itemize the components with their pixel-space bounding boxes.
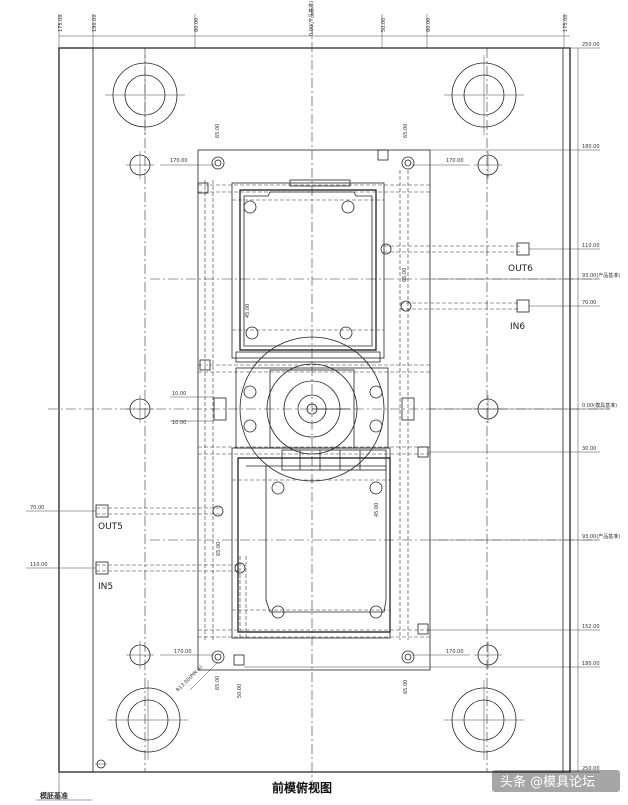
- inner-dim-4: 10.00: [172, 420, 186, 426]
- port-out5: OUT5: [98, 522, 123, 532]
- pitch-leader: [189, 661, 219, 691]
- left-dim-2: 110.00: [30, 562, 48, 568]
- inner-dimension-labels: 170.00 170.00 10.00 10.00 170.00 170.00 …: [170, 124, 464, 698]
- top-dim-4: 0.00(产品基准): [308, 1, 315, 36]
- sprue-center: [235, 336, 389, 482]
- port-in5: IN5: [98, 582, 113, 592]
- inner-dim-10: 65.00: [402, 268, 408, 282]
- inner-dim-5: 170.00: [174, 649, 192, 655]
- inner-dim-2: 170.00: [446, 158, 464, 164]
- left-dim-1: 70.00: [30, 505, 44, 511]
- centerlines: [48, 6, 610, 790]
- right-dim-3: 110.00: [582, 243, 600, 249]
- top-dim-7: 175.00: [563, 15, 569, 33]
- top-dim-3: 80.00: [194, 18, 200, 32]
- watermark: 头条 @模具论坛: [500, 774, 595, 790]
- right-dim-10: 180.00: [582, 661, 600, 667]
- inner-dim-9: 45.00: [245, 304, 251, 318]
- inner-dim-8: 65.00: [403, 124, 409, 138]
- insert-pocket: [197, 149, 431, 671]
- right-dimension-labels: 250.00 180.00 110.00 93.00(产品基准) 70.00 0…: [582, 42, 620, 772]
- right-dim-8: 93.00(产品基准): [582, 533, 620, 540]
- inner-dim-13: 65.00: [215, 676, 221, 690]
- port-in6: IN6: [510, 322, 525, 332]
- datum-label: 模胚基准: [40, 791, 68, 800]
- top-dim-6: 80.00: [426, 18, 432, 32]
- inner-dim-14: 50.00: [237, 684, 243, 698]
- top-dim-1: 175.00: [58, 15, 64, 33]
- screw-holes: [126, 151, 502, 669]
- right-dim-5: 70.00: [582, 300, 596, 306]
- inner-dim-7: 65.00: [215, 124, 221, 138]
- top-dim-5: 50.00: [381, 18, 387, 32]
- clamp-plate: [92, 47, 564, 773]
- right-dim-4: 93.00(产品基准): [582, 272, 620, 279]
- insert-corner-pins: [211, 156, 415, 664]
- drawing-title: 前模俯视图: [272, 780, 332, 795]
- inner-dim-15: 65.00: [403, 680, 409, 694]
- inner-dim-12: 65.00: [216, 542, 222, 556]
- guide-bushing-top-right: [444, 55, 524, 135]
- watermark-bg: [492, 770, 620, 792]
- top-extension-lines: [58, 14, 570, 800]
- inner-dim-11: 45.00: [374, 503, 380, 517]
- guide-bushing-bottom-left: [108, 680, 188, 760]
- water-fittings: [95, 149, 530, 666]
- port-out6: OUT6: [508, 264, 533, 274]
- inner-dim-6: 170.00: [446, 649, 464, 655]
- upper-cavity: [231, 179, 385, 363]
- right-dim-9: 152.00: [582, 624, 600, 630]
- right-dim-1: 250.00: [582, 42, 600, 48]
- cooling-channels: [96, 170, 520, 640]
- right-dim-11: 250.00: [582, 766, 600, 772]
- left-dimension-lines: [26, 510, 96, 569]
- right-dim-2: 180.00: [582, 144, 600, 150]
- pitch-label: R13.00(PIN A): [175, 664, 204, 693]
- right-dim-6: 0.00(模具基准): [582, 402, 617, 409]
- inner-dimension-lines: [160, 164, 470, 656]
- inner-dim-3: 10.00: [172, 391, 186, 397]
- guide-bushing-bottom-right: [444, 680, 524, 760]
- lower-cavity: [231, 447, 391, 639]
- guide-bushing-top-left: [105, 55, 185, 135]
- inner-dim-1: 170.00: [170, 158, 188, 164]
- top-dimension-labels: 175.00 190.00 80.00 0.00(产品基准) 50.00 80.…: [58, 1, 569, 36]
- right-dim-7: 30.00: [582, 446, 596, 452]
- top-dim-2: 190.00: [92, 15, 98, 33]
- right-dimension-lines: [244, 47, 610, 773]
